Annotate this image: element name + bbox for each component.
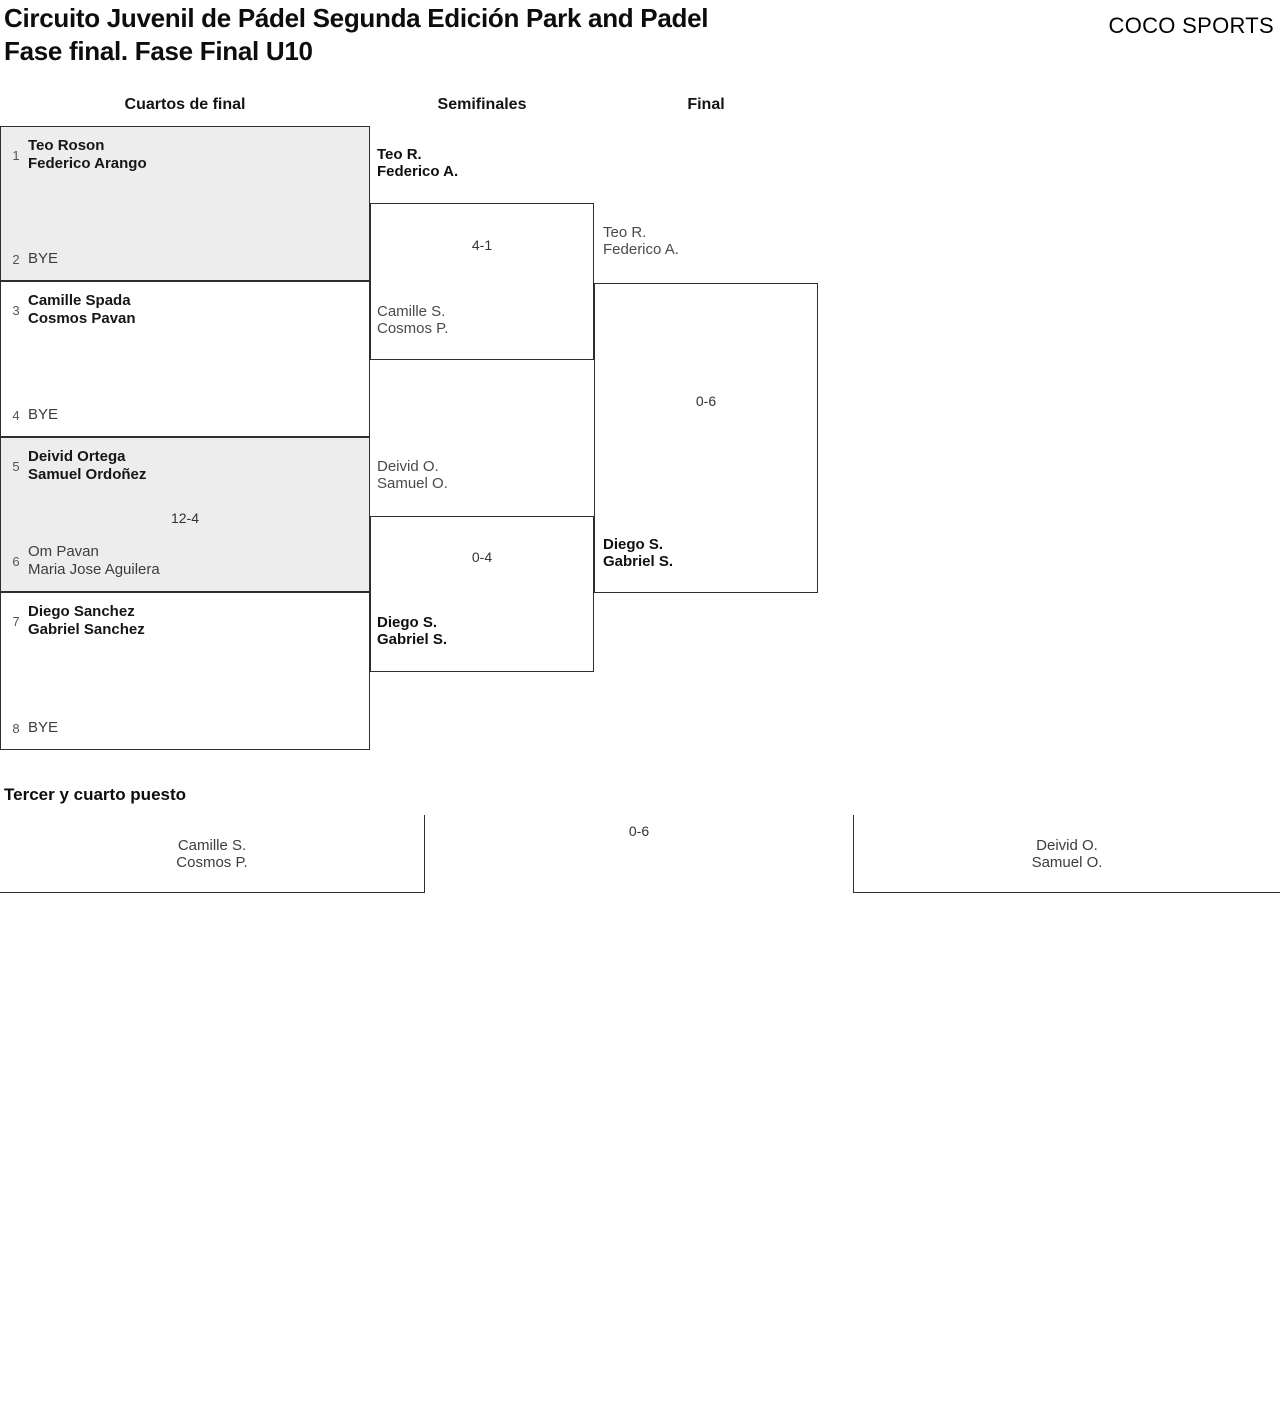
team-player-1: BYE [28, 250, 59, 267]
final-team2-label: Diego S. Gabriel S. [603, 536, 673, 570]
match-final[interactable]: 0-6 [594, 283, 818, 593]
sf2-team2-label: Diego S. Gabriel S. [377, 614, 447, 648]
team-player-2: Cosmos P. [176, 853, 248, 871]
team-player-1: BYE [28, 719, 59, 736]
seed-number: 2 [12, 251, 20, 267]
seed-number: 8 [12, 720, 20, 736]
team-player-1: Diego S. [603, 536, 664, 553]
match-quarterfinal-2[interactable]: 3 Camille Spada Cosmos Pavan 4 BYE [0, 281, 370, 437]
round-header-final: Final [687, 96, 725, 113]
match-quarterfinal-1[interactable]: 1 Teo Roson Federico Arango 2 BYE [0, 126, 370, 281]
seed-number: 4 [12, 407, 20, 423]
team-player-2: Federico Arango [28, 155, 147, 172]
match-quarterfinal-3[interactable]: 5 Deivid Ortega Samuel Ordoñez 12-4 6 Om… [0, 437, 370, 592]
team-player-2: Gabriel S. [377, 631, 448, 648]
seed-number: 1 [12, 147, 20, 163]
match-semifinal-2[interactable]: 0-4 [370, 516, 594, 672]
team-player-1: Camille S. [377, 303, 446, 320]
third-place-team2-label: Deivid O. Samuel O. [1032, 837, 1103, 871]
team-player-1: Deivid O. [1036, 836, 1098, 854]
third-place-right-slot[interactable]: Deivid O. Samuel O. [853, 815, 1280, 893]
third-place-left-slot[interactable]: Camille S. Cosmos P. [0, 815, 425, 893]
team-player-2: Federico A. [603, 241, 679, 258]
team-player-1: Camille Spada [28, 292, 131, 309]
team-player-2: Cosmos P. [377, 320, 449, 337]
team-player-2: Gabriel S. [603, 553, 674, 570]
team-player-2: Samuel O. [377, 475, 448, 492]
team-pair: Diego Sanchez Gabriel Sanchez [28, 603, 145, 639]
sf1-team2-label: Camille S. Cosmos P. [377, 303, 448, 337]
round-header-semifinals: Semifinales [437, 96, 527, 113]
team-player-1: Om Pavan [28, 543, 99, 560]
team-player-1: Diego S. [377, 614, 438, 631]
brand-logo: COCO SPORTS [1108, 13, 1274, 38]
team-pair: BYE [28, 406, 58, 424]
match-quarterfinal-4[interactable]: 7 Diego Sanchez Gabriel Sanchez 8 BYE [0, 592, 370, 750]
team-pair: Deivid Ortega Samuel Ordoñez [28, 448, 146, 484]
third-place-score: 0-6 [628, 823, 650, 839]
seed-number: 6 [12, 553, 20, 569]
page-title-line2: Fase final. Fase Final U10 [4, 36, 313, 66]
team-pair: Teo Roson Federico Arango [28, 137, 147, 173]
team-pair: BYE [28, 719, 58, 737]
team-pair: Om Pavan Maria Jose Aguilera [28, 543, 160, 579]
seed-number: 5 [12, 458, 20, 474]
page-title-line1: Circuito Juvenil de Pádel Segunda Edició… [4, 3, 709, 33]
page-title: Circuito Juvenil de Pádel Segunda Edició… [4, 2, 708, 68]
team-player-1: Camille S. [177, 836, 247, 854]
team-player-1: Teo R. [603, 224, 647, 241]
final-team1-label: Teo R. Federico A. [603, 224, 679, 258]
third-place-team1-label: Camille S. Cosmos P. [176, 837, 247, 871]
round-header-quarterfinals: Cuartos de final [124, 96, 246, 113]
match-score: 0-6 [695, 393, 717, 409]
team-player-1: Teo Roson [28, 137, 105, 154]
team-player-2: Cosmos Pavan [28, 310, 136, 327]
match-score: 4-1 [471, 237, 493, 253]
team-player-2: Maria Jose Aguilera [28, 561, 160, 578]
sf2-team1-label: Deivid O. Samuel O. [377, 458, 448, 492]
match-semifinal-1[interactable]: 4-1 [370, 203, 594, 360]
team-player-2: Gabriel Sanchez [28, 621, 145, 638]
team-player-1: Teo R. [377, 146, 422, 163]
team-player-1: BYE [28, 406, 59, 423]
seed-number: 7 [12, 613, 20, 629]
team-player-1: Deivid Ortega [28, 448, 126, 465]
sf1-team1-label: Teo R. Federico A. [377, 146, 458, 180]
match-score: 0-4 [471, 549, 493, 565]
team-pair: BYE [28, 250, 58, 268]
match-score: 12-4 [170, 510, 200, 526]
team-player-1: Diego Sanchez [28, 603, 135, 620]
team-player-2: Samuel O. [1031, 853, 1103, 871]
third-place-heading: Tercer y cuarto puesto [4, 785, 187, 804]
team-player-1: Deivid O. [377, 458, 439, 475]
team-player-2: Samuel Ordoñez [28, 466, 147, 483]
team-player-2: Federico A. [377, 163, 459, 180]
seed-number: 3 [12, 302, 20, 318]
team-pair: Camille Spada Cosmos Pavan [28, 292, 136, 328]
